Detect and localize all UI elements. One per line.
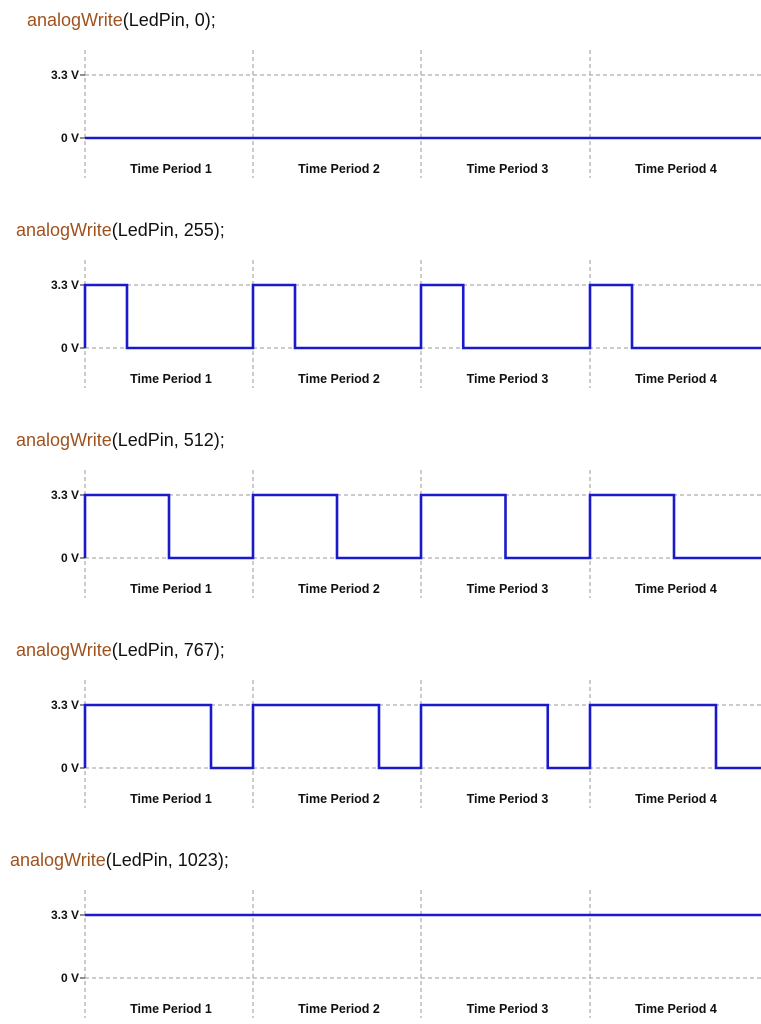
- title-args: (LedPin, 0);: [123, 10, 216, 30]
- pwm-waveform: [83, 703, 761, 770]
- y-tick-label-low: 0 V: [61, 971, 79, 985]
- panel-title: analogWrite(LedPin, 1023);: [10, 850, 229, 870]
- x-tick-label: Time Period 2: [298, 792, 380, 806]
- x-tick-label: Time Period 4: [635, 162, 717, 176]
- x-tick-label: Time Period 4: [635, 372, 717, 386]
- pwm-waveform: [83, 283, 761, 350]
- title-args: (LedPin, 767);: [112, 640, 225, 660]
- x-tick-label: Time Period 2: [298, 162, 380, 176]
- y-tick-label-high: 3.3 V: [51, 488, 79, 502]
- title-function: analogWrite: [27, 10, 123, 30]
- title-function: analogWrite: [16, 430, 112, 450]
- x-tick-label: Time Period 2: [298, 1002, 380, 1016]
- x-tick-label: Time Period 1: [130, 372, 212, 386]
- title-function: analogWrite: [16, 220, 112, 240]
- x-tick-label: Time Period 4: [635, 1002, 717, 1016]
- y-tick-label-low: 0 V: [61, 551, 79, 565]
- x-tick-label: Time Period 4: [635, 792, 717, 806]
- panel-title: analogWrite(LedPin, 255);: [16, 220, 225, 240]
- panel-title: analogWrite(LedPin, 0);: [27, 10, 216, 30]
- pwm-panel-3: analogWrite(LedPin, 767); 3.3 V 0 V Time Pe…: [16, 640, 761, 808]
- y-tick-label-high: 3.3 V: [51, 908, 79, 922]
- x-tick-label: Time Period 3: [467, 792, 549, 806]
- y-tick-label-high: 3.3 V: [51, 278, 79, 292]
- y-tick-label-low: 0 V: [61, 341, 79, 355]
- title-function: analogWrite: [10, 850, 106, 870]
- pwm-panel-4: analogWrite(LedPin, 1023); 3.3 V 0 V Time P…: [10, 850, 761, 1018]
- panel-title: analogWrite(LedPin, 512);: [16, 430, 225, 450]
- x-tick-label: Time Period 1: [130, 162, 212, 176]
- pwm-panel-0: analogWrite(LedPin, 0); 3.3 V 0 V Time Peri…: [27, 10, 761, 178]
- y-tick-label-low: 0 V: [61, 131, 79, 145]
- x-tick-label: Time Period 3: [467, 1002, 549, 1016]
- x-tick-label: Time Period 1: [130, 1002, 212, 1016]
- y-tick-label-low: 0 V: [61, 761, 79, 775]
- x-tick-label: Time Period 3: [467, 372, 549, 386]
- x-tick-label: Time Period 1: [130, 582, 212, 596]
- title-args: (LedPin, 255);: [112, 220, 225, 240]
- y-tick-label-high: 3.3 V: [51, 68, 79, 82]
- title-args: (LedPin, 1023);: [106, 850, 229, 870]
- x-tick-label: Time Period 2: [298, 582, 380, 596]
- pwm-panel-1: analogWrite(LedPin, 255); 3.3 V 0 V Time Pe…: [16, 220, 761, 388]
- title-args: (LedPin, 512);: [112, 430, 225, 450]
- y-tick-label-high: 3.3 V: [51, 698, 79, 712]
- pwm-waveform: [83, 493, 761, 560]
- x-tick-label: Time Period 2: [298, 372, 380, 386]
- pwm-panel-2: analogWrite(LedPin, 512); 3.3 V 0 V Time Pe…: [16, 430, 761, 598]
- x-tick-label: Time Period 4: [635, 582, 717, 596]
- x-tick-label: Time Period 3: [467, 582, 549, 596]
- x-tick-label: Time Period 1: [130, 792, 212, 806]
- panel-title: analogWrite(LedPin, 767);: [16, 640, 225, 660]
- x-tick-label: Time Period 3: [467, 162, 549, 176]
- title-function: analogWrite: [16, 640, 112, 660]
